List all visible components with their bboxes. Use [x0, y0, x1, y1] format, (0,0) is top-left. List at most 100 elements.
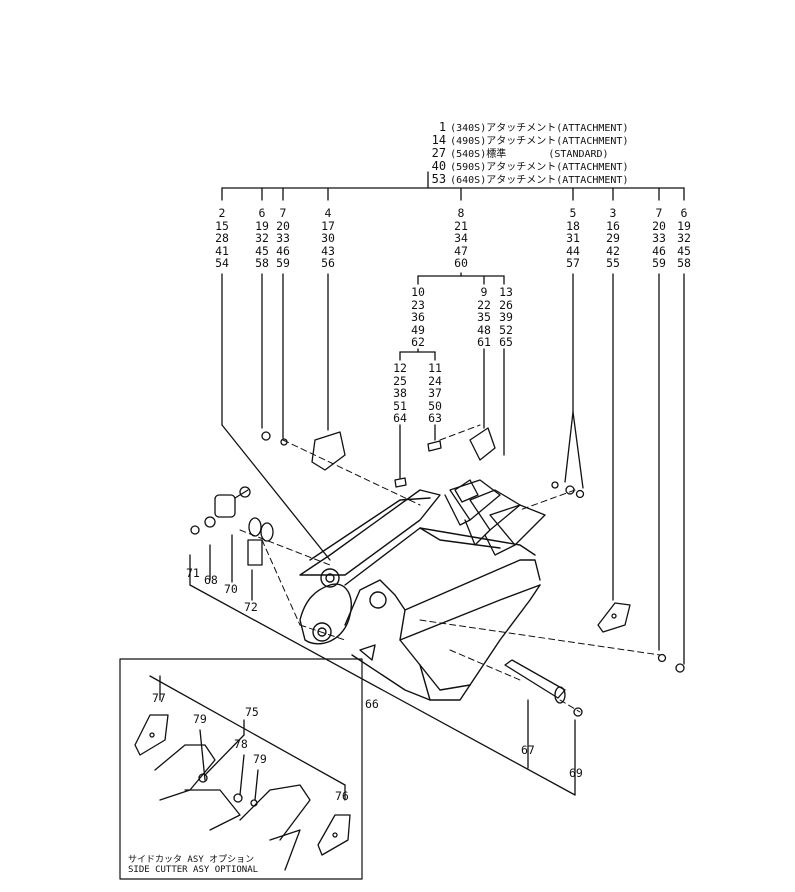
header-item-text: (490S)アタッチメント(ATTACHMENT): [450, 136, 629, 147]
callout-79a: 79: [193, 712, 207, 726]
part-number: 36: [411, 310, 425, 325]
callout-68: 68: [204, 573, 218, 587]
header-item-number: 1: [438, 120, 447, 134]
part-number: 7: [279, 206, 287, 220]
part-number: 32: [677, 231, 691, 246]
part-number: 6: [680, 206, 688, 220]
part-number: 10: [411, 285, 425, 299]
part-number: 43: [321, 243, 335, 258]
part-number: 5: [569, 206, 577, 220]
part-number: 64: [393, 411, 407, 426]
part-number: 25: [393, 373, 407, 388]
header-item-number: 27: [431, 146, 447, 160]
optional-caption-en: SIDE CUTTER ASY OPTIONAL: [128, 865, 259, 875]
part-number: 58: [255, 256, 269, 271]
part-number: 30: [321, 231, 335, 246]
part-76: [317, 814, 351, 856]
part-number: 63: [428, 411, 442, 426]
part-number: 38: [393, 386, 407, 401]
bucket-body: [299, 489, 541, 701]
part-number: 13: [499, 285, 513, 299]
part-number: 55: [606, 256, 620, 271]
part-number: 41: [215, 243, 229, 258]
part-number: 3: [609, 206, 617, 220]
part-number: 44: [566, 243, 580, 258]
header-item: 1(340S)アタッチメント(ATTACHMENT): [402, 108, 629, 148]
part-7-washer: [280, 438, 288, 446]
callout-77: 77: [152, 691, 166, 705]
part-number: 33: [276, 231, 290, 246]
part-number: 26: [499, 297, 513, 312]
header-item-text: (540S)標準 (STANDARD): [450, 149, 609, 160]
part-number: 20: [276, 218, 290, 233]
header-item-number: 14: [431, 133, 447, 147]
part-72a: [248, 517, 262, 537]
part-number: 42: [606, 243, 620, 258]
part-number: 20: [652, 218, 666, 233]
part-number: 45: [255, 243, 269, 258]
part-number: 28: [215, 231, 229, 246]
part-number: 12: [393, 361, 407, 375]
part-number: 9: [480, 285, 488, 299]
header-item-text: (640S)アタッチメント(ATTACHMENT): [450, 175, 629, 186]
part-number: 54: [215, 256, 229, 271]
part-number: 21: [454, 218, 468, 233]
callout-75: 75: [245, 705, 259, 719]
part-number: 56: [321, 256, 335, 271]
part-number: 32: [255, 231, 269, 246]
part-number: 35: [477, 310, 491, 325]
part-number: 48: [477, 322, 491, 337]
header-item-text: (340S)アタッチメント(ATTACHMENT): [450, 123, 629, 134]
callout-71: 71: [186, 566, 200, 580]
part-number: 58: [677, 256, 691, 271]
header-item-text: (590S)アタッチメント(ATTACHMENT): [450, 162, 629, 173]
part-number: 22: [477, 297, 491, 312]
part-number: 33: [652, 231, 666, 246]
part-number: 7: [655, 206, 663, 220]
part-number: 62: [411, 335, 425, 350]
part-number: 52: [499, 322, 513, 337]
part-number: 49: [411, 322, 425, 337]
callout-79b: 79: [253, 752, 267, 766]
callout-72: 72: [244, 600, 258, 614]
part-77: [134, 714, 169, 756]
part-number: 19: [677, 218, 691, 233]
callout-70: 70: [224, 582, 238, 596]
part-number: 45: [677, 243, 691, 258]
part-number: 59: [276, 256, 290, 271]
callout-67: 67: [521, 743, 535, 757]
part-number: 34: [454, 231, 468, 246]
part-3: [597, 602, 631, 633]
part-number: 61: [477, 335, 491, 350]
callout-69: 69: [569, 766, 583, 780]
part-number: 60: [454, 256, 468, 271]
part-number: 39: [499, 310, 513, 325]
header-item: 53(640S)アタッチメント(ATTACHMENT): [402, 160, 629, 200]
part-number: 50: [428, 398, 442, 413]
part-68: [204, 516, 216, 528]
part-number: 31: [566, 231, 580, 246]
callout-76: 76: [335, 789, 349, 803]
part-number: 47: [454, 243, 468, 258]
part-number: 65: [499, 335, 513, 350]
optional-caption-ja: サイドカッタ ASY オプション: [128, 855, 255, 865]
part-67: [504, 659, 566, 699]
part-number: 59: [652, 256, 666, 271]
callout-78: 78: [234, 737, 248, 751]
part-number: 17: [321, 218, 335, 233]
part-71: [190, 525, 200, 535]
bucket-teeth: [444, 479, 546, 556]
part-number: 46: [652, 243, 666, 258]
header-item: 14(490S)アタッチメント(ATTACHMENT): [402, 121, 629, 161]
part-number: 29: [606, 231, 620, 246]
